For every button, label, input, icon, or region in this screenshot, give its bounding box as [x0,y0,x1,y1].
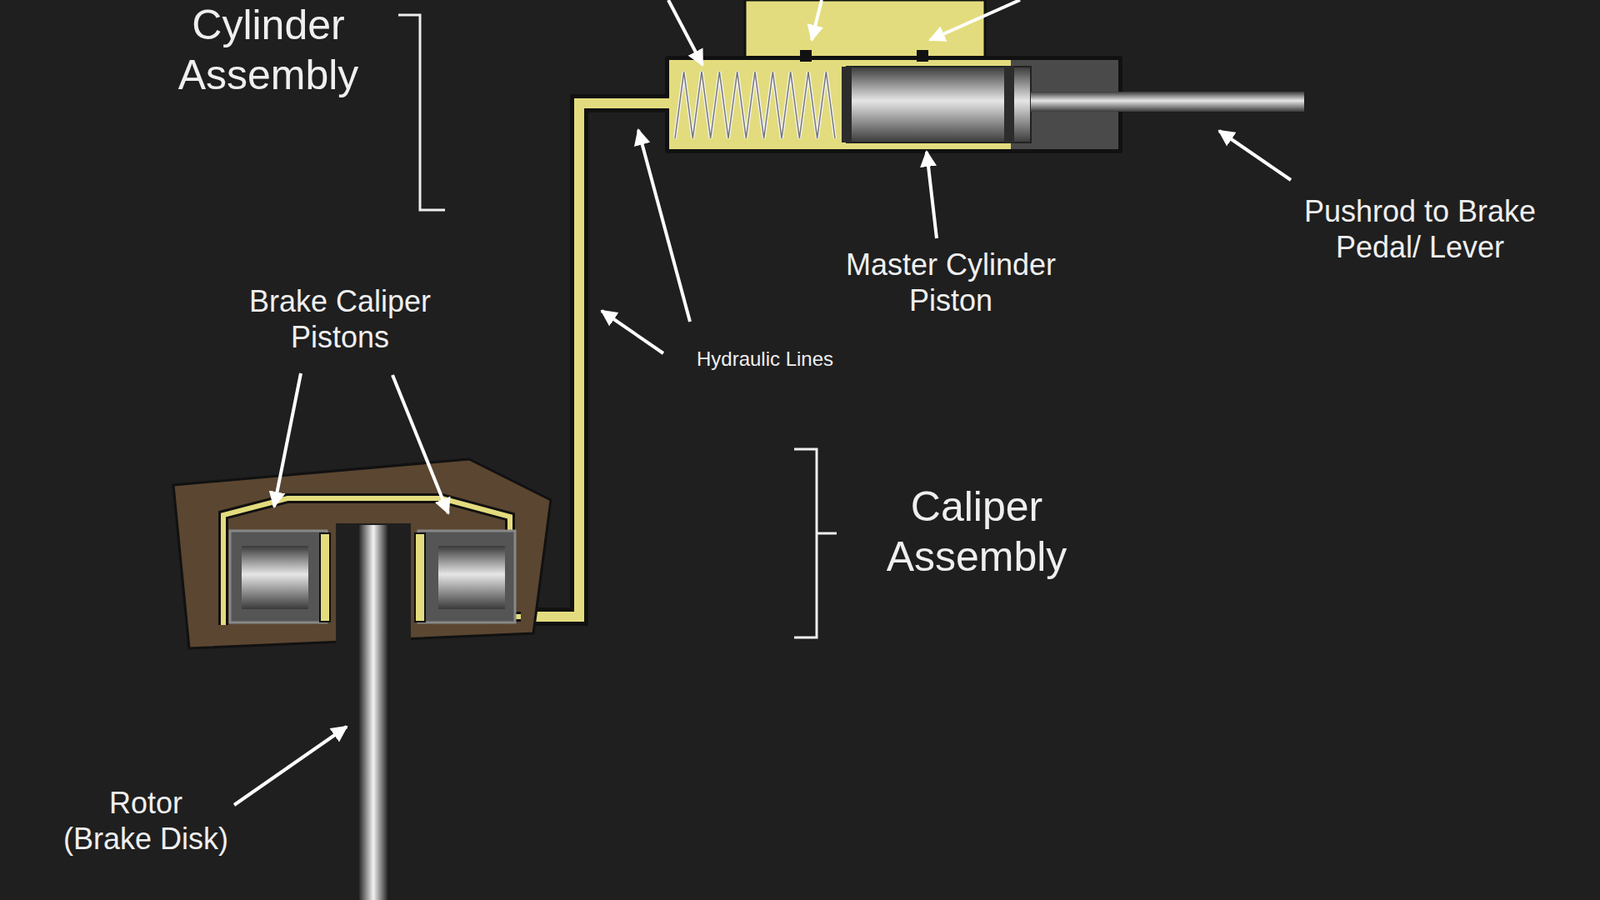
part-label: Pushrod to Brake Pedal/ Lever [1265,193,1575,265]
master-piston [846,66,1031,143]
spring [675,71,835,139]
leader-arrow [601,310,664,354]
part-label: Brake Caliper Pistons [219,283,461,355]
leader-arrow [392,375,449,514]
brake-pad [320,533,330,622]
caliper-piston [438,545,505,610]
reservoir [745,0,985,59]
bracket [794,449,837,638]
reservoir-port [916,50,929,62]
reservoir-port [800,50,812,62]
leader-arrow [1219,130,1291,180]
group-label: Cylinder Assembly [155,0,381,100]
leader-arrow [234,726,347,805]
leader-arrow [274,373,301,507]
caliper-piston [241,545,309,610]
group-label: Caliper Assembly [860,481,1094,582]
bracket [398,15,445,210]
leader-arrow [668,0,703,65]
part-label: Master Cylinder Piston [817,246,1085,319]
piston-bore [230,530,327,623]
rotor [359,525,388,900]
leader-arrow [930,0,1020,40]
part-label: Rotor (Brake Disk) [60,785,231,857]
spring-coil [675,71,835,139]
part-label: Hydraulic Lines [665,347,865,372]
spring-coil-shade [675,71,835,139]
piston-bore [418,530,515,623]
leader-arrow [811,0,822,40]
brake-pad [415,533,425,622]
leader-arrow [926,151,937,239]
piston-seal [1004,66,1015,143]
piston-seal [841,66,852,143]
pushrod [1030,91,1305,112]
leader-arrow [638,130,690,322]
